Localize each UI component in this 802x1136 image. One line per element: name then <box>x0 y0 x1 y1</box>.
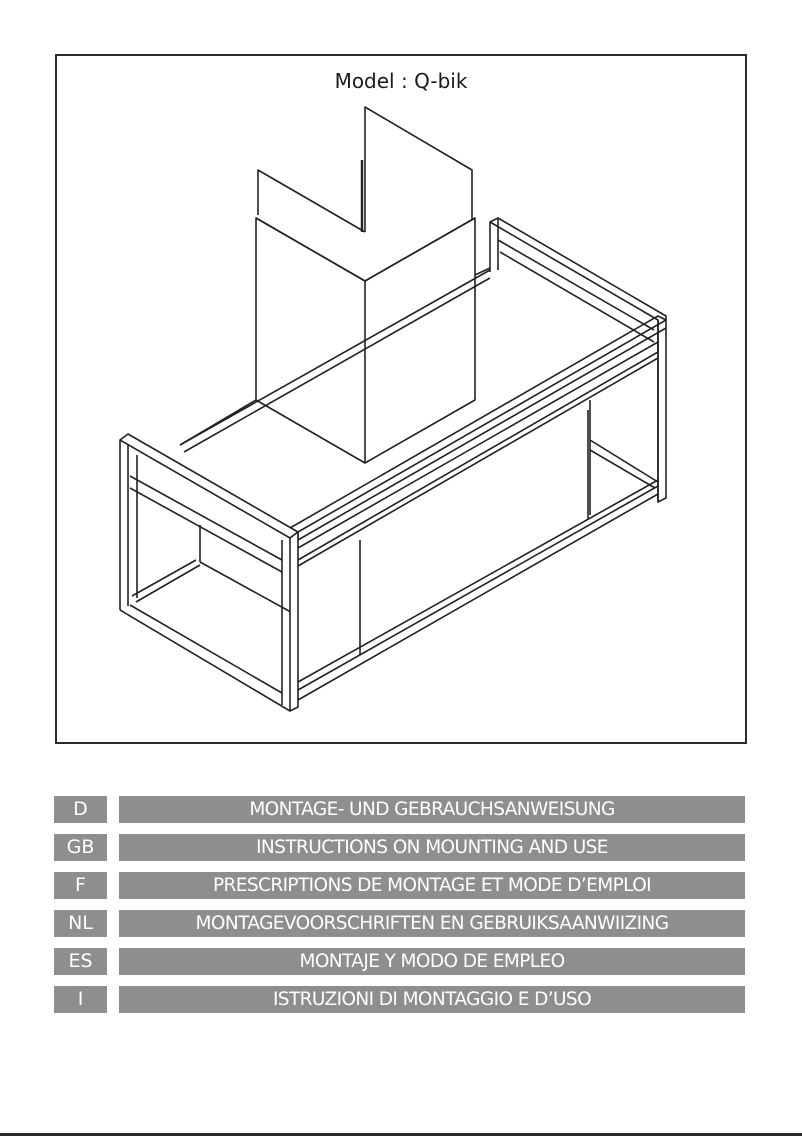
language-code: D <box>54 796 107 823</box>
language-row-f: F PRESCRIPTIONS DE MONTAGE ET MODE D’EMP… <box>54 872 745 899</box>
cooker-hood-illustration <box>119 106 667 712</box>
language-title: ISTRUZIONI DI MONTAGGIO E D’USO <box>119 986 745 1013</box>
language-row-d: D MONTAGE- UND GEBRAUCHSANWEISUNG <box>54 796 745 823</box>
illustration-frame: Model : Q-bik <box>55 54 747 744</box>
language-row-gb: GB INSTRUCTIONS ON MOUNTING AND USE <box>54 834 745 861</box>
language-row-i: I ISTRUZIONI DI MONTAGGIO E D’USO <box>54 986 745 1013</box>
language-title: MONTAGEVOORSCHRIFTEN EN GEBRUIKSAANWIIZI… <box>119 910 745 937</box>
hood-front-panel <box>199 410 589 655</box>
language-title: MONTAGE- UND GEBRAUCHSANWEISUNG <box>119 796 745 823</box>
language-code: NL <box>54 910 107 937</box>
frame-left-end <box>119 433 299 712</box>
language-title: PRESCRIPTIONS DE MONTAGE ET MODE D’EMPLO… <box>119 872 745 899</box>
frame-bottom-rail <box>297 479 659 701</box>
language-row-es: ES MONTAJE Y MODO DE EMPLEO <box>54 948 745 975</box>
language-code: ES <box>54 948 107 975</box>
language-code: GB <box>54 834 107 861</box>
chimney-upper <box>257 106 473 233</box>
language-title: INSTRUCTIONS ON MOUNTING AND USE <box>119 834 745 861</box>
frame-right-end <box>489 217 667 515</box>
model-label: Model : Q-bik <box>334 69 468 93</box>
bottom-rule <box>0 1133 802 1136</box>
language-code: I <box>54 986 107 1013</box>
language-title: MONTAJE Y MODO DE EMPLEO <box>119 948 745 975</box>
language-row-nl: NL MONTAGEVOORSCHRIFTEN EN GEBRUIKSAANWI… <box>54 910 745 937</box>
language-code: F <box>54 872 107 899</box>
